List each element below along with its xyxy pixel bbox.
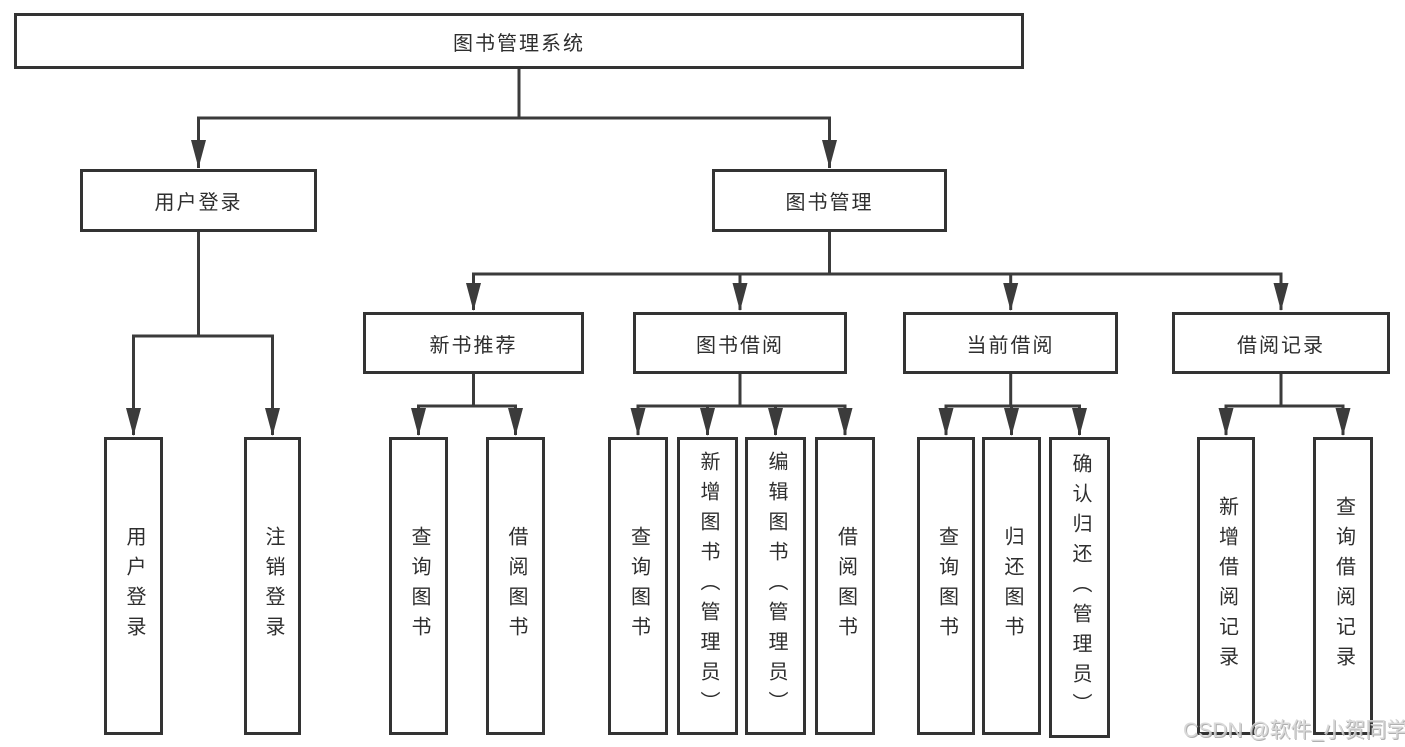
leaf-borrow-query: 查询图书 <box>608 437 668 735</box>
leaf-logout: 注销登录 <box>244 437 301 735</box>
node-borrow-records: 借阅记录 <box>1172 312 1390 374</box>
node-book-management: 图书管理 <box>712 169 947 232</box>
leaf-current-return: 归还图书 <box>982 437 1041 735</box>
node-root-label: 图书管理系统 <box>453 32 585 55</box>
leaf-current-confirm-label: 确认归还（管理员） <box>1069 452 1091 723</box>
edges-borrow-records <box>1218 374 1351 436</box>
edges-new-books <box>411 374 523 436</box>
leaf-current-query-label: 查询图书 <box>935 526 958 646</box>
leaf-newbooks-borrow: 借阅图书 <box>486 437 545 735</box>
leaf-newbooks-query: 查询图书 <box>389 437 448 735</box>
node-book-management-label: 图书管理 <box>785 192 874 214</box>
leaf-records-query: 查询借阅记录 <box>1313 437 1373 735</box>
leaf-current-confirm: 确认归还（管理员） <box>1049 437 1110 738</box>
node-book-borrow-label: 图书借阅 <box>696 334 784 357</box>
node-book-borrow: 图书借阅 <box>633 312 847 374</box>
edges-book-management <box>466 232 1289 311</box>
node-current-borrow-label: 当前借阅 <box>966 334 1055 357</box>
node-user-login: 用户登录 <box>80 169 317 232</box>
node-new-books-label: 新书推荐 <box>429 334 518 357</box>
leaf-current-return-label: 归还图书 <box>1001 526 1023 646</box>
csdn-watermark: CSDN @软件_小贺同学 <box>1183 719 1405 742</box>
leaf-records-add: 新增借阅记录 <box>1197 437 1255 735</box>
leaf-logout-label: 注销登录 <box>262 526 284 646</box>
node-borrow-records-label: 借阅记录 <box>1237 334 1325 357</box>
edges-book-borrow <box>630 374 853 436</box>
edges-user-login <box>126 232 280 436</box>
leaf-newbooks-borrow-label: 借阅图书 <box>505 526 527 646</box>
leaf-borrow-query-label: 查询图书 <box>627 526 650 646</box>
leaf-borrow-borrow: 借阅图书 <box>815 437 875 735</box>
leaf-borrow-edit: 编辑图书（管理员） <box>745 437 806 735</box>
node-user-login-label: 用户登录 <box>154 192 243 214</box>
leaf-records-query-label: 查询借阅记录 <box>1332 496 1355 676</box>
node-new-books: 新书推荐 <box>363 312 584 374</box>
leaf-current-query: 查询图书 <box>917 437 975 735</box>
edges-root <box>191 69 837 168</box>
node-current-borrow: 当前借阅 <box>903 312 1118 374</box>
edges-current-borrow <box>938 374 1087 436</box>
leaf-borrow-add: 新增图书（管理员） <box>677 437 738 735</box>
leaf-records-add-label: 新增借阅记录 <box>1215 496 1238 676</box>
leaf-user-login-label: 用户登录 <box>123 526 145 646</box>
node-root: 图书管理系统 <box>14 13 1024 69</box>
leaf-borrow-borrow-label: 借阅图书 <box>834 526 857 646</box>
leaf-user-login: 用户登录 <box>104 437 163 735</box>
leaf-borrow-add-label: 新增图书（管理员） <box>697 451 719 721</box>
leaf-borrow-edit-label: 编辑图书（管理员） <box>765 451 787 721</box>
leaf-newbooks-query-label: 查询图书 <box>408 526 430 646</box>
